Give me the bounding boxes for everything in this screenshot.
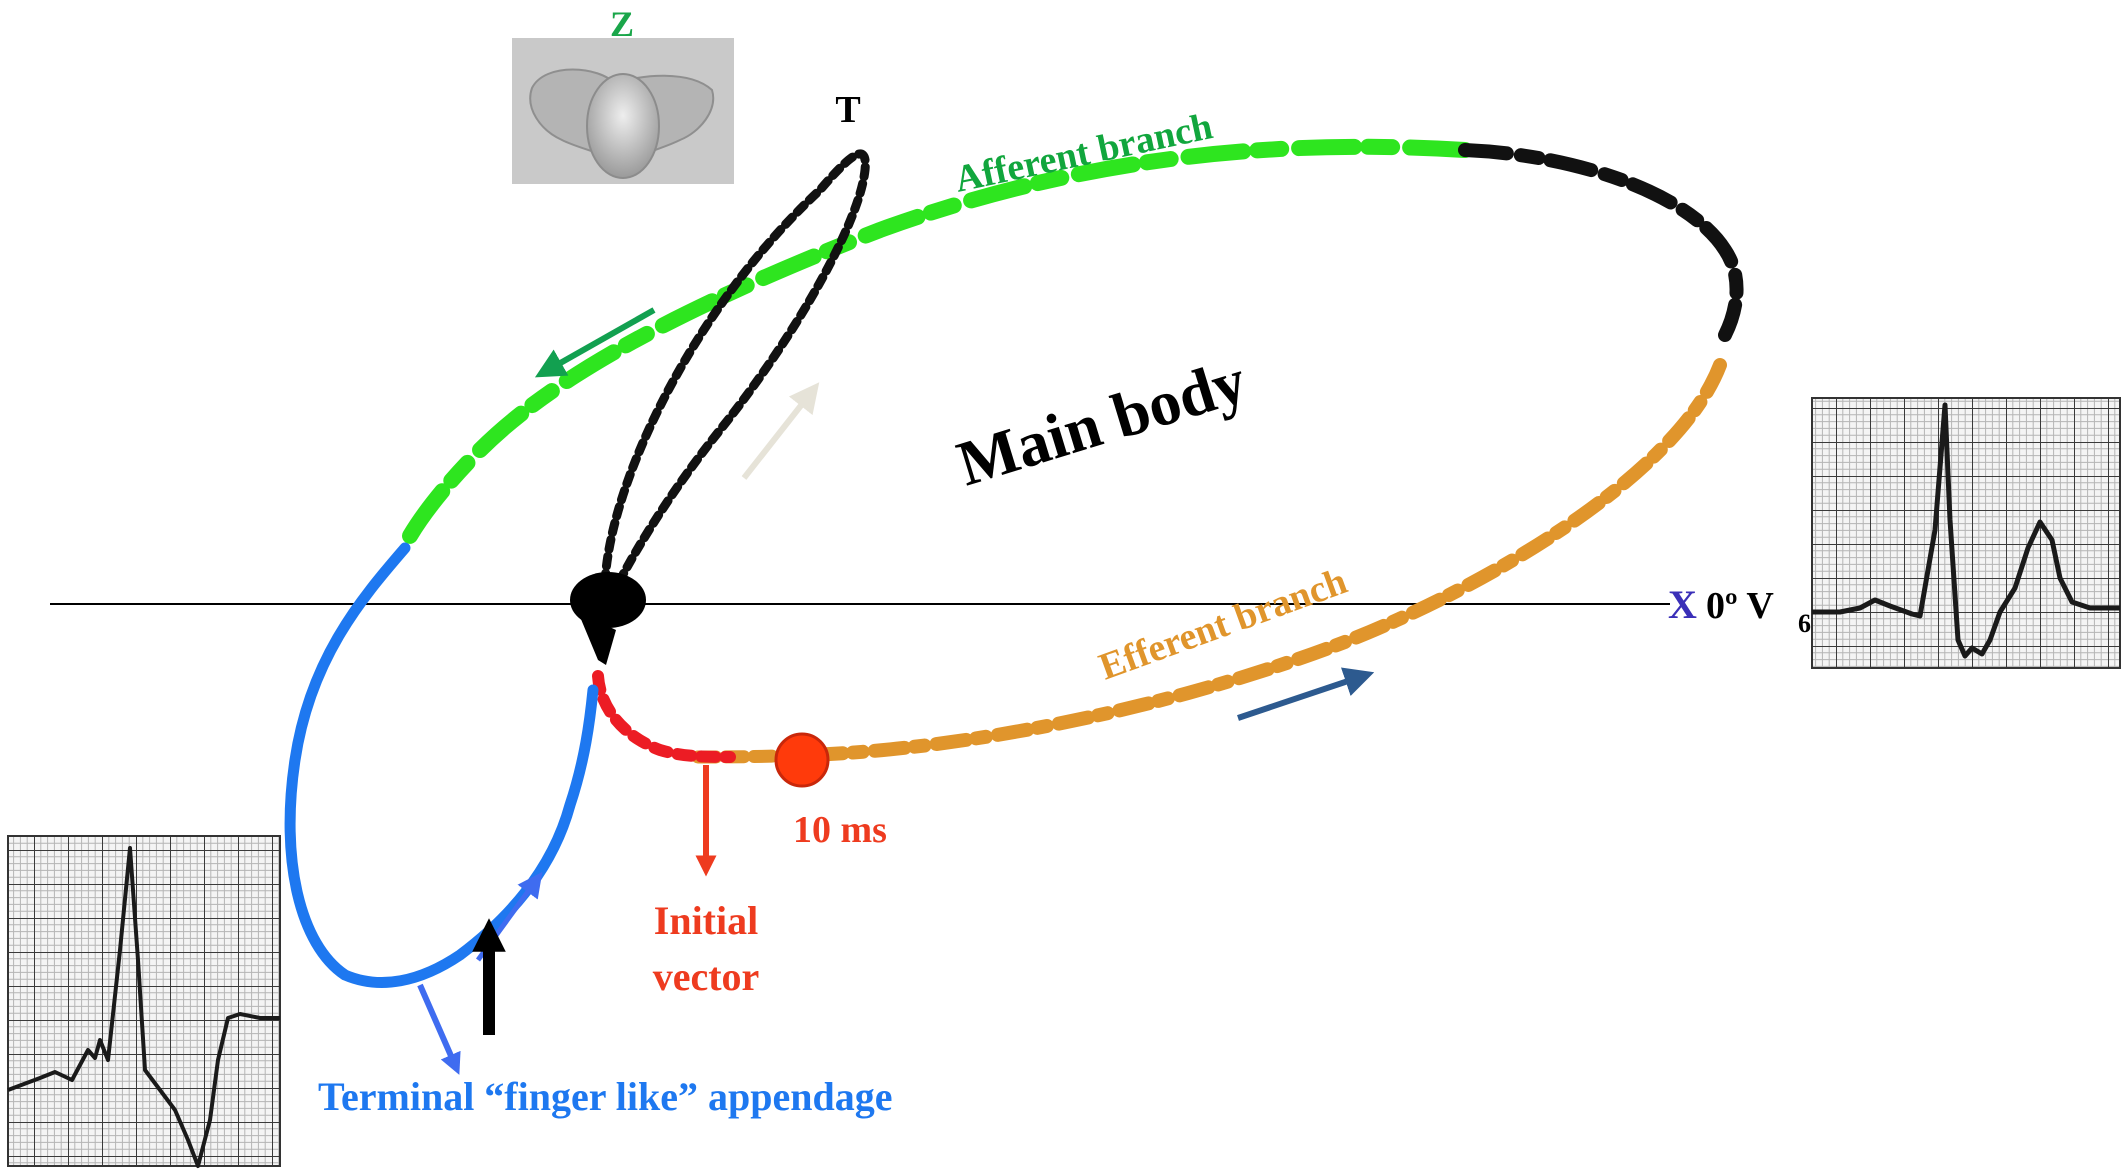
t-loop-label: T: [835, 89, 860, 131]
heart-thumbnail: [512, 38, 734, 184]
initial-vector-path: [592, 670, 736, 763]
v6-subscript: 6: [1798, 609, 1811, 638]
ecg-strip-left: [7, 835, 281, 1168]
initial-vector-label-line2: vector: [653, 954, 760, 999]
ecg-strip-v6: [1811, 397, 2121, 669]
main-loop-black-segment: [1458, 143, 1744, 342]
efferent-direction-arrow: [1237, 667, 1375, 721]
x-axis-label: X: [1668, 582, 1697, 627]
afferent-branch-loop: [397, 138, 1473, 553]
v6-lead-label: 0º V 6: [1706, 585, 1811, 638]
efferent-branch-label: Efferent branch: [1094, 560, 1353, 688]
ten-ms-marker: [774, 732, 830, 788]
t-loop-direction-arrow: [741, 382, 820, 480]
terminal-appendage-label: Terminal “finger like” appendage: [318, 1074, 893, 1119]
t-loop: [600, 149, 870, 605]
initial-vector-label-line1: Initial: [654, 898, 758, 943]
terminal-label-leader: [417, 983, 461, 1075]
origin-point: [570, 572, 646, 665]
svg-text:0º V: 0º V: [1706, 585, 1774, 627]
z-axis-label: Z: [610, 4, 634, 44]
afferent-branch-label: Afferent branch: [951, 105, 1216, 201]
afferent-direction-arrow: [534, 307, 656, 378]
ten-ms-label: 10 ms: [793, 809, 887, 851]
main-body-label: Main body: [949, 345, 1254, 500]
terminal-appendage-loop: [284, 542, 599, 988]
efferent-branch-loop: [793, 358, 1727, 762]
